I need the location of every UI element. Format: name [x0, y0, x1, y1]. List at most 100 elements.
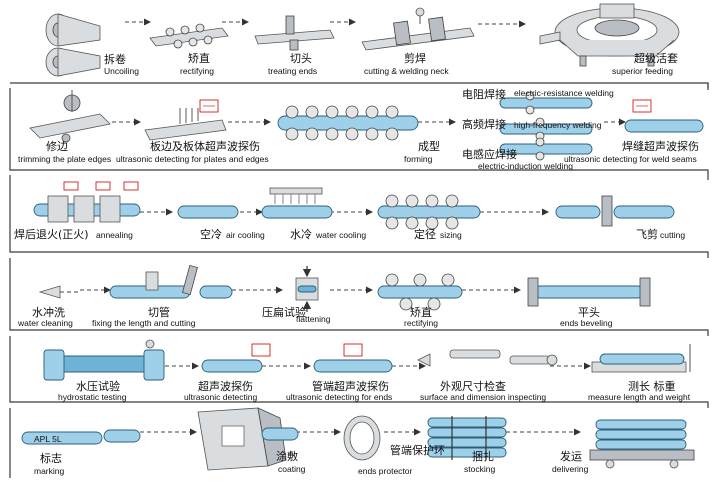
label-en: ultrasonic detecting for plates and edge…	[116, 154, 269, 164]
label-en: delivering	[552, 464, 589, 474]
label-en: sizing	[440, 230, 462, 240]
step-cut-to-length	[109, 264, 233, 299]
label-cn: 测长 标重	[628, 379, 676, 393]
roller-icon	[385, 194, 459, 230]
label-cn: 切头	[290, 52, 312, 65]
roller-icon	[385, 273, 455, 311]
label-en: ends beveling	[560, 318, 613, 328]
step-cutting-welding	[361, 7, 475, 51]
label-cn: 飞剪	[636, 227, 658, 241]
label-en: stocking	[464, 464, 495, 474]
label-cn: 空冷	[200, 227, 222, 241]
step-water-cooling	[261, 187, 333, 219]
label-en: water cooling	[315, 230, 366, 240]
label-en: ends protector	[358, 466, 413, 476]
label-en: air cooling	[226, 230, 265, 240]
step-measure-weigh	[591, 344, 691, 373]
row1-arrows	[125, 18, 526, 28]
label-cn: 压扁试验	[262, 305, 306, 319]
label-cn: 焊后退火(正火)	[14, 227, 89, 241]
step-water-cleaning	[38, 285, 78, 299]
label-en: flattening	[296, 314, 331, 324]
label-cn: 板边及板体超声波探伤	[150, 139, 260, 153]
label-cn: 电感应焊接	[462, 147, 517, 161]
step-superior-feeding	[539, 3, 680, 67]
label-en: rectifying	[180, 66, 214, 76]
step-welding	[499, 91, 593, 161]
step-ultrasonic-weld	[624, 99, 704, 133]
step-sizing	[377, 194, 481, 230]
label-en: Uncoiling	[104, 66, 139, 76]
label-cn: 超级活套	[634, 51, 678, 65]
wagon-icon	[589, 419, 695, 469]
label-cn: 焊缝超声波探伤	[622, 139, 699, 153]
label-en: ultrasonic detecting for weld seams	[564, 154, 697, 164]
label-cn: 标志	[40, 451, 62, 465]
label-en: superior feeding	[612, 66, 673, 76]
label-en: annealing	[96, 230, 133, 240]
roller-icon	[165, 23, 213, 49]
coil-icon	[45, 13, 101, 77]
roller-icon	[285, 105, 399, 141]
monitor-icon	[343, 343, 363, 357]
label-cn: 高频焊接	[462, 117, 506, 131]
bundle-icon	[427, 416, 507, 460]
coating-booth-icon	[197, 407, 287, 471]
step-labels: 拆卷 Uncoiling 矫直 rectifying 切头 treating e…	[14, 51, 699, 476]
label-cn: 管端超声波探伤	[312, 379, 389, 393]
step-ultrasonic-plates	[144, 99, 227, 141]
label-cn: 捆扎	[472, 449, 494, 463]
step-delivering	[589, 419, 695, 469]
step-forming	[277, 105, 419, 141]
label-cn: 矫直	[410, 305, 432, 319]
label-cn: 剪焊	[404, 51, 426, 65]
label-cn: 成型	[418, 139, 440, 153]
step-marking: APL 5L	[21, 429, 141, 445]
step-flying-cut	[555, 195, 675, 227]
step-coating	[197, 407, 299, 471]
label-en: forming	[404, 154, 433, 164]
step-flattening	[295, 266, 319, 312]
label-cn: 管端保护环	[390, 443, 445, 457]
step-surface-inspecting	[417, 349, 558, 367]
step-trimming	[29, 90, 111, 143]
label-en: rectifying	[404, 318, 438, 328]
monitor-icon	[251, 343, 271, 357]
step-ends-protector	[343, 415, 381, 461]
label-en: ultrasonic detecting for ends	[286, 392, 392, 402]
label-cn: 涂敷	[276, 449, 298, 463]
label-en: hydrostatic testing	[58, 392, 127, 402]
step-uncoiling	[45, 13, 101, 77]
label-cn: 修边	[46, 139, 68, 153]
step-annealing	[33, 181, 141, 223]
label-en: measure length and weight	[588, 392, 691, 402]
label-cn: 平头	[578, 306, 600, 319]
label-en: cutting	[660, 230, 685, 240]
label-cn: 电阻焊接	[462, 87, 506, 101]
label-en: high-frequency welding	[514, 120, 602, 130]
label-en: trimming the plate edges	[18, 154, 111, 164]
label-en: cutting & welding neck	[364, 66, 449, 76]
monitor-icon	[199, 99, 219, 113]
marked-pipe	[21, 431, 103, 445]
label-cn: 超声波探伤	[198, 379, 253, 393]
step-air-cooling	[177, 205, 239, 219]
label-en: surface and dimension inspecting	[420, 392, 546, 402]
label-cn: 切管	[148, 305, 170, 319]
label-cn: 水压试验	[76, 379, 120, 393]
monitor-icon	[632, 99, 652, 113]
step-ends-beveling	[527, 277, 651, 307]
label-en: treating ends	[268, 66, 317, 76]
step-rectifying-1	[149, 23, 229, 49]
label-cn: 外观尺寸检查	[440, 379, 506, 393]
label-en: electric-resistance welding	[514, 88, 614, 98]
pipe-marking-text: APL 5L	[34, 434, 62, 444]
label-cn: 定径	[414, 227, 436, 241]
label-cn: 拆卷	[104, 52, 126, 66]
step-rectifying-2	[377, 273, 463, 311]
label-en: water cleaning	[17, 318, 73, 328]
label-en: coating	[278, 464, 306, 474]
step-ultrasonic-ends	[313, 343, 393, 373]
step-ultrasonic-detecting	[201, 343, 271, 373]
